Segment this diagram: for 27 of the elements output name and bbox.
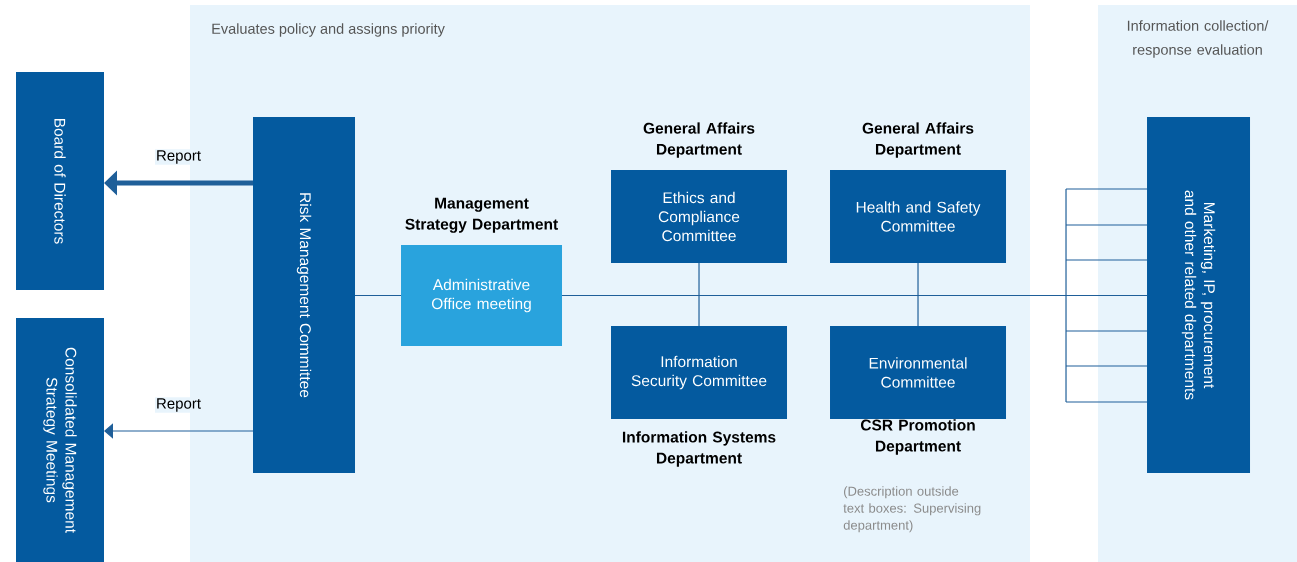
- department-heading: General Affairs Department: [643, 122, 755, 158]
- connector-line: [1065, 259, 1148, 261]
- edge-label: Report: [155, 149, 202, 165]
- committee-box: Board of Directors: [16, 72, 104, 290]
- department-heading: Management Strategy Department: [405, 197, 558, 233]
- department-heading: CSR Promotion Department: [860, 419, 975, 455]
- connector-line: [561, 294, 1148, 297]
- committee-box: Consolidated Management Strategy Meetings: [16, 318, 104, 562]
- connector-line: [1065, 224, 1148, 226]
- connector-line: [698, 262, 700, 327]
- note-text: (Description outside text boxes: Supervising department): [843, 486, 981, 533]
- connector-line: [917, 262, 919, 327]
- committee-box: Health and Safety Committee: [830, 170, 1006, 263]
- committee-box: Marketing, IP, procurement and other related departments: [1147, 117, 1250, 473]
- committee-box: Ethics and Compliance Committee: [611, 170, 787, 263]
- department-heading: Information Systems Department: [622, 431, 776, 467]
- connector-line: [354, 294, 402, 297]
- connector-line: [1065, 330, 1148, 332]
- edge-label: Report: [155, 397, 202, 413]
- connector-line: [1065, 401, 1148, 403]
- connector-line: [1065, 188, 1148, 190]
- department-heading: General Affairs Department: [862, 122, 974, 158]
- committee-box: Administrative Office meeting: [401, 245, 562, 346]
- connector-line: [1065, 365, 1148, 367]
- committee-box: Information Security Committee: [611, 326, 787, 419]
- committee-box: Environmental Committee: [830, 326, 1006, 419]
- committee-box: Risk Management Committee: [253, 117, 355, 473]
